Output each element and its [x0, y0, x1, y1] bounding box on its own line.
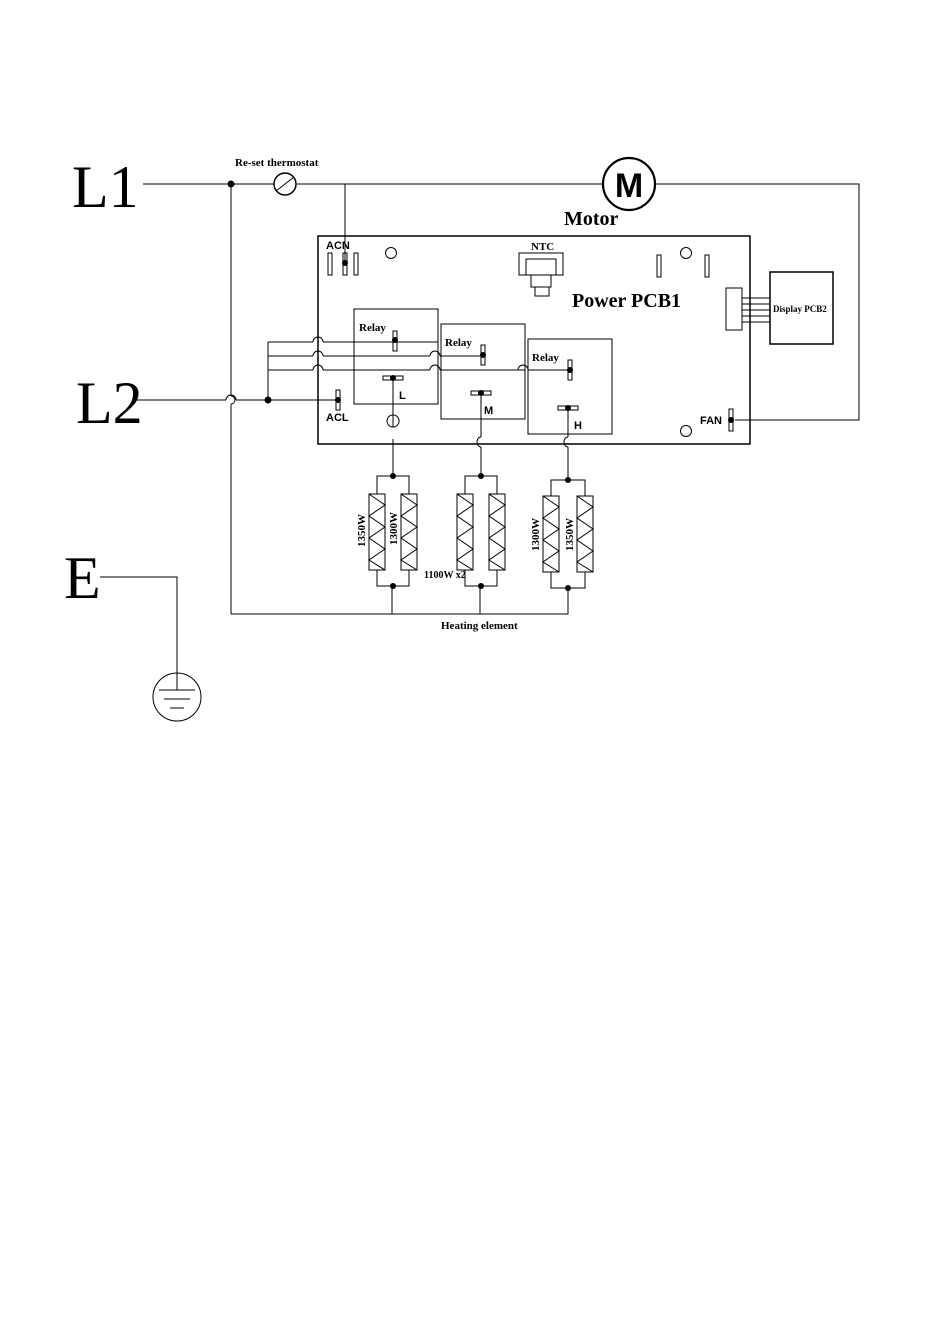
acl-label: ACL — [326, 412, 349, 424]
heater-low-right-rating: 1300W — [388, 512, 400, 545]
pcb-pins-right — [657, 255, 709, 277]
terminal-l2-label: L2 — [76, 370, 143, 436]
l2-wire — [136, 342, 338, 400]
fan-connector — [728, 409, 734, 431]
heater-mid-rating: 1100W x2 — [424, 570, 466, 581]
motor-label: Motor — [564, 208, 619, 230]
terminal-e-label: E — [64, 545, 101, 611]
reset-thermostat — [274, 173, 296, 195]
ntc-sensor — [519, 253, 563, 296]
relay-mid-label: Relay — [445, 337, 472, 349]
relay-high-label: Relay — [532, 352, 559, 364]
power-pcb1 — [318, 236, 750, 444]
ntc-label: NTC — [531, 241, 554, 253]
heater-high-left-rating: 1300W — [530, 518, 542, 551]
heating-element-label: Heating element — [441, 620, 518, 632]
display-pcb-connector — [726, 288, 770, 330]
relay-mid-output: M — [484, 405, 493, 417]
l1-wire — [143, 184, 859, 420]
motor-m-letter: M — [615, 167, 643, 205]
power-pcb1-label: Power PCB1 — [572, 290, 681, 312]
relay-high-output: H — [574, 420, 582, 432]
acn-connector — [328, 253, 358, 275]
relay-low-label: Relay — [359, 322, 386, 334]
thermostat-label: Re-set thermostat — [235, 157, 319, 169]
acl-connector — [335, 390, 341, 410]
heater-low-left-rating: 1350W — [356, 514, 368, 547]
fan-label: FAN — [700, 415, 722, 427]
acn-label: ACN — [326, 240, 350, 252]
heater-high-right-rating: 1350W — [564, 518, 576, 551]
earth-ground-symbol — [100, 577, 201, 721]
terminal-l1-label: L1 — [72, 154, 139, 220]
relay-low-output: L — [399, 390, 406, 402]
display-pcb2-label: Display PCB2 — [773, 304, 827, 314]
motor-symbol: M — [603, 158, 655, 210]
l2-junction — [265, 397, 272, 404]
